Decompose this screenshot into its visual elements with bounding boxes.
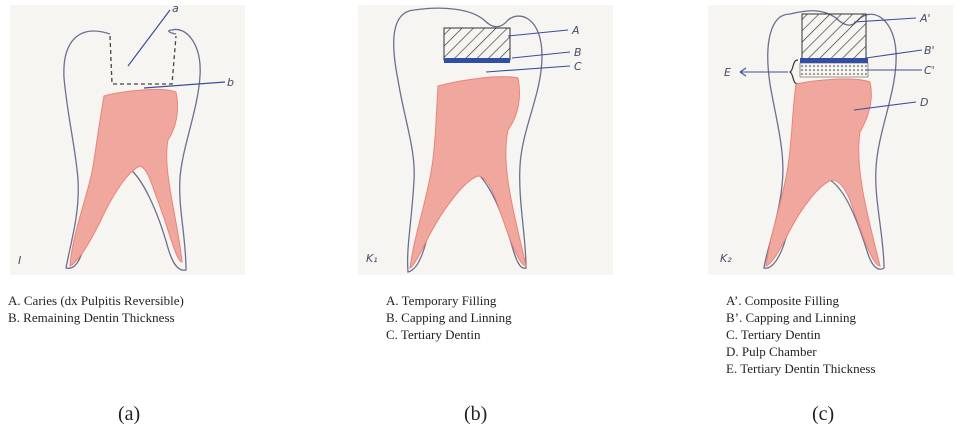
- legend: A’. Composite Filling B’. Capping and Li…: [726, 292, 876, 377]
- legend: A. Caries (dx Pulpitis Reversible) B. Re…: [8, 292, 184, 326]
- callout-C-prime: C': [924, 64, 935, 77]
- legend-item: C. Tertiary Dentin: [386, 326, 512, 343]
- corner-label: I: [18, 254, 21, 267]
- legend-item: A’. Composite Filling: [726, 292, 876, 309]
- composite-filling: [802, 14, 866, 60]
- tooth-drawing-c: A' B' C' D E K₂: [640, 0, 957, 290]
- legend-item: C. Tertiary Dentin: [726, 326, 876, 343]
- tooth-drawing-b: A B C K₁: [320, 0, 640, 290]
- capping-layer: [444, 58, 510, 63]
- panel-c: A' B' C' D E K₂ A’. Composite Filling B’…: [640, 0, 957, 434]
- callout-a: a: [172, 2, 179, 15]
- panel-b: A B C K₁ A. Temporary Filling B. Capping…: [320, 0, 640, 434]
- corner-label: K₁: [366, 252, 378, 265]
- legend-item: A. Caries (dx Pulpitis Reversible): [8, 292, 184, 309]
- legend-item: B’. Capping and Linning: [726, 309, 876, 326]
- tooth-drawing-a: a b I: [0, 0, 320, 290]
- legend-item: B. Remaining Dentin Thickness: [8, 309, 184, 326]
- callout-A: A: [571, 24, 580, 37]
- callout-B: B: [574, 46, 582, 59]
- caries-outline: [110, 36, 176, 84]
- legend-item: D. Pulp Chamber: [726, 343, 876, 360]
- liner-layer: [800, 63, 868, 77]
- temporary-filling: [444, 28, 510, 60]
- panel-label: (a): [118, 403, 140, 426]
- panel-label: (b): [464, 403, 487, 426]
- callout-B-prime: B': [924, 44, 935, 57]
- callout-A-prime: A': [919, 12, 931, 25]
- panel-label: (c): [812, 403, 834, 426]
- callout-C: C: [574, 60, 582, 73]
- corner-label: K₂: [720, 252, 732, 265]
- callout-b: b: [227, 76, 234, 89]
- panel-a: a b I A. Caries (dx Pulpitis Reversible)…: [0, 0, 320, 434]
- legend-item: E. Tertiary Dentin Thickness: [726, 360, 876, 377]
- callout-E: E: [724, 66, 731, 79]
- legend-item: B. Capping and Linning: [386, 309, 512, 326]
- tertiary-dentin-bracket: [790, 60, 798, 84]
- capping-layer: [800, 58, 868, 63]
- pulp: [410, 77, 526, 268]
- callout-D: D: [920, 96, 928, 109]
- legend-item: A. Temporary Filling: [386, 292, 512, 309]
- legend: A. Temporary Filling B. Capping and Linn…: [386, 292, 512, 343]
